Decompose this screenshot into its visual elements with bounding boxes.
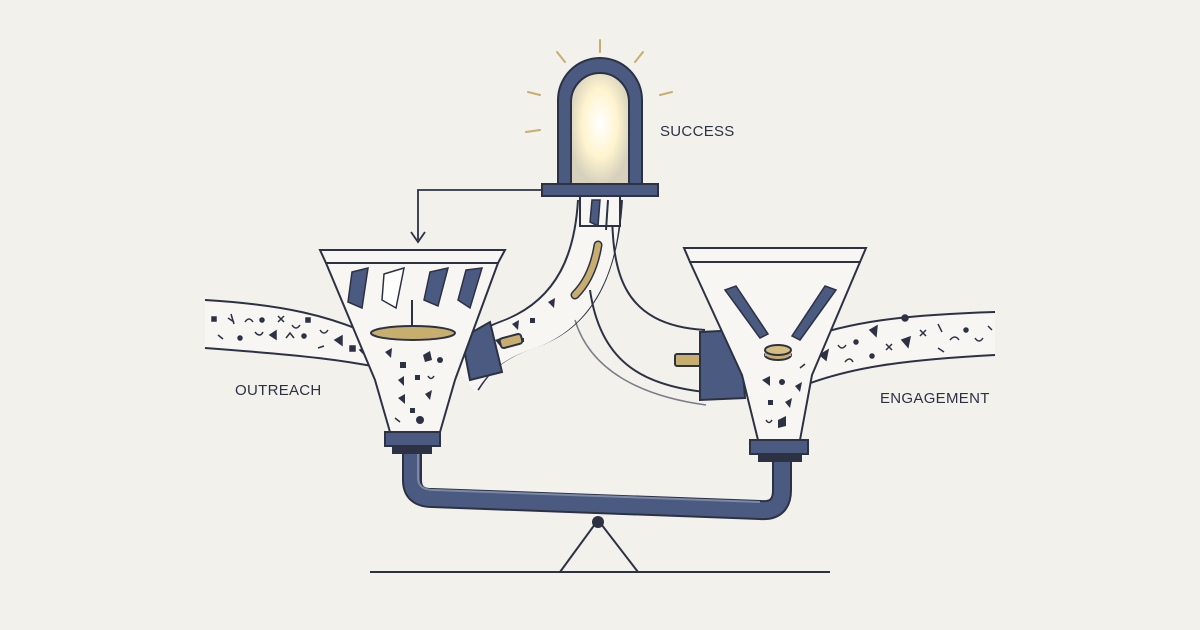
success-light [525, 39, 673, 231]
engagement-funnel [682, 247, 868, 462]
balance-beam-pipe [402, 452, 792, 521]
feedback-arrow [410, 189, 542, 244]
outreach-stream [204, 299, 401, 373]
outreach-funnel [318, 249, 507, 454]
outreach-label: OUTREACH [235, 382, 322, 399]
engagement-label: ENGAGEMENT [880, 390, 990, 407]
fulcrum [559, 516, 639, 573]
success-label: SUCCESS [660, 123, 735, 140]
